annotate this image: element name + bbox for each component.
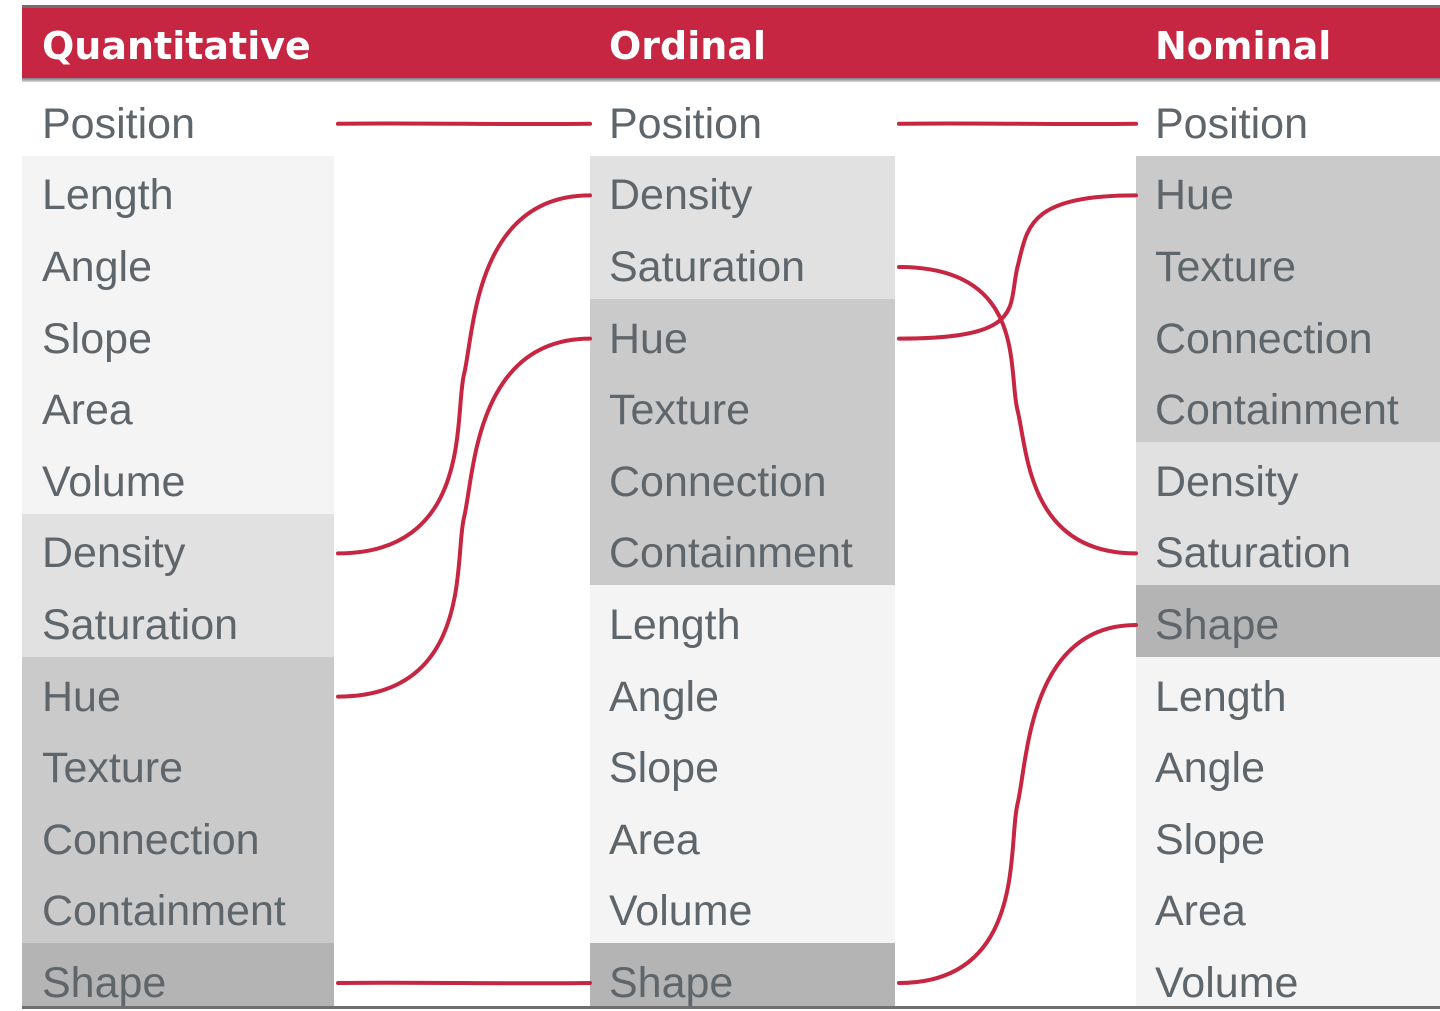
column-title-quantitative: Quantitative bbox=[42, 24, 311, 68]
link-o-n-hue bbox=[897, 193, 1138, 341]
header-bar bbox=[22, 8, 1440, 78]
item-nominal-containment: Containment bbox=[1155, 386, 1399, 434]
item-nominal-slope: Slope bbox=[1155, 816, 1265, 864]
item-quantitative-length: Length bbox=[42, 171, 174, 219]
item-ordinal-area: Area bbox=[609, 816, 700, 864]
link-q-o-density bbox=[336, 193, 592, 556]
tier-band-nominal-light bbox=[1136, 657, 1440, 1006]
item-nominal-texture: Texture bbox=[1155, 243, 1297, 291]
item-nominal-connection: Connection bbox=[1155, 315, 1373, 363]
item-ordinal-slope: Slope bbox=[609, 744, 719, 792]
tier-band-nominal-dark bbox=[1136, 156, 1440, 442]
tier-band-quantitative-darker bbox=[22, 943, 334, 1006]
link-q-o-position bbox=[336, 121, 592, 127]
bottom-rule bbox=[22, 1006, 1440, 1009]
tier-band-quantitative-mid bbox=[22, 514, 334, 657]
item-quantitative-density: Density bbox=[42, 529, 186, 577]
item-ordinal-shape: Shape bbox=[609, 959, 734, 1007]
item-quantitative-connection: Connection bbox=[42, 816, 260, 864]
item-ordinal-position: Position bbox=[609, 100, 762, 148]
item-quantitative-slope: Slope bbox=[42, 315, 152, 363]
item-ordinal-length: Length bbox=[609, 601, 741, 649]
link-o-n-saturation bbox=[897, 265, 1138, 556]
column-title-ordinal: Ordinal bbox=[609, 24, 766, 68]
item-quantitative-shape: Shape bbox=[42, 959, 167, 1007]
tier-band-ordinal-dark bbox=[590, 299, 895, 585]
item-ordinal-hue: Hue bbox=[609, 315, 688, 363]
item-quantitative-saturation: Saturation bbox=[42, 601, 239, 649]
link-o-n-position bbox=[897, 121, 1138, 127]
item-ordinal-volume: Volume bbox=[609, 887, 753, 935]
item-ordinal-saturation: Saturation bbox=[609, 243, 806, 291]
tier-band-quantitative-dark bbox=[22, 657, 334, 943]
item-quantitative-containment: Containment bbox=[42, 887, 286, 935]
item-quantitative-position: Position bbox=[42, 100, 195, 148]
item-ordinal-density: Density bbox=[609, 171, 753, 219]
column-title-nominal: Nominal bbox=[1155, 24, 1332, 68]
item-quantitative-volume: Volume bbox=[42, 458, 186, 506]
item-nominal-angle: Angle bbox=[1155, 744, 1265, 792]
item-quantitative-area: Area bbox=[42, 386, 133, 434]
tier-band-quantitative-light bbox=[22, 156, 334, 514]
item-quantitative-hue: Hue bbox=[42, 673, 121, 721]
tier-band-nominal-mid bbox=[1136, 442, 1440, 585]
header-shadow bbox=[22, 78, 1440, 82]
item-nominal-shape: Shape bbox=[1155, 601, 1280, 649]
item-quantitative-angle: Angle bbox=[42, 243, 152, 291]
tier-band-nominal-darker bbox=[1136, 585, 1440, 657]
item-ordinal-angle: Angle bbox=[609, 673, 719, 721]
link-q-o-shape bbox=[336, 980, 592, 986]
tier-band-ordinal-mid bbox=[590, 156, 895, 299]
tier-band-ordinal-darker bbox=[590, 943, 895, 1006]
item-nominal-hue: Hue bbox=[1155, 171, 1234, 219]
link-o-n-shape bbox=[897, 623, 1138, 985]
item-nominal-length: Length bbox=[1155, 673, 1287, 721]
item-nominal-volume: Volume bbox=[1155, 959, 1299, 1007]
item-ordinal-texture: Texture bbox=[609, 386, 751, 434]
item-nominal-area: Area bbox=[1155, 887, 1246, 935]
item-ordinal-containment: Containment bbox=[609, 529, 853, 577]
item-ordinal-connection: Connection bbox=[609, 458, 827, 506]
item-nominal-saturation: Saturation bbox=[1155, 529, 1352, 577]
item-nominal-position: Position bbox=[1155, 100, 1308, 148]
item-quantitative-texture: Texture bbox=[42, 744, 184, 792]
link-q-o-hue bbox=[336, 336, 592, 699]
item-nominal-density: Density bbox=[1155, 458, 1299, 506]
tier-band-ordinal-light bbox=[590, 585, 895, 943]
top-rule bbox=[22, 5, 1440, 8]
